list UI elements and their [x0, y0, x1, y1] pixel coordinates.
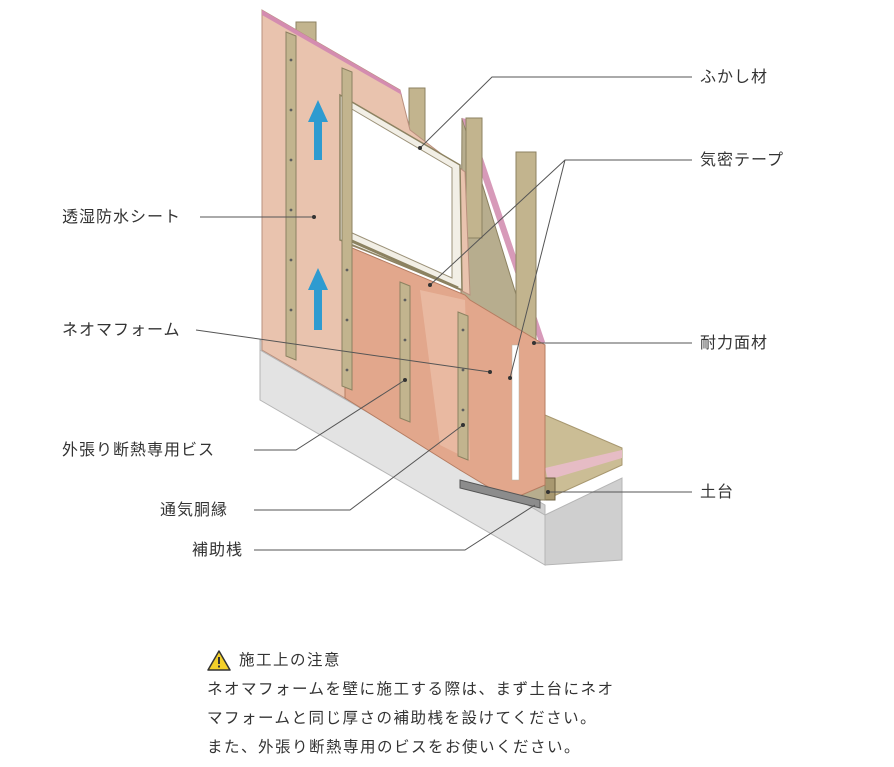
membrane-top-edge	[262, 10, 402, 95]
caution-line: ネオマフォームを壁に施工する際は、まず土台にネオ	[207, 680, 615, 698]
arrow-up-icon	[308, 100, 328, 330]
label-furring: 通気胴縁	[160, 500, 229, 519]
label-kimitsu-tape: 気密テープ	[700, 150, 785, 169]
label-membrane: 透湿防水シート	[62, 207, 182, 226]
leader-fukashi	[419, 76, 692, 149]
label-support-strip: 補助桟	[192, 540, 244, 559]
leader-dots	[312, 146, 550, 494]
caution-line: また、外張り断熱専用のビスをお使いください。	[207, 738, 582, 756]
stud-3	[465, 117, 483, 239]
label-screws: 外張り断熱専用ビス	[62, 440, 216, 459]
floor-insulation-strip	[545, 450, 622, 480]
warning-triangle-icon	[207, 650, 231, 671]
leader-kimitsu-2	[509, 159, 566, 379]
label-structural-panel: 耐力面材	[700, 333, 769, 352]
leader-neoma	[195, 329, 491, 373]
leader-screws	[254, 379, 406, 451]
window-sill	[344, 236, 459, 290]
tape-strip	[511, 344, 520, 481]
label-dodai: 土台	[700, 482, 735, 501]
support-strip	[459, 479, 541, 509]
furring-strips	[285, 31, 469, 461]
label-neoma-foam: ネオマフォーム	[62, 320, 181, 339]
label-fukashi: ふかし材	[700, 67, 769, 86]
foundation-side	[544, 477, 623, 566]
caution-title: 施工上の注意	[239, 651, 342, 669]
caution-line: マフォームと同じ厚さの補助桟を設けてください。	[207, 709, 598, 727]
leader-furring	[254, 424, 464, 511]
leader-support	[254, 504, 536, 551]
caution-note: 施工上の注意 ネオマフォームを壁に施工する際は、まず土台にネオ マフォームと同じ…	[207, 646, 615, 762]
caution-heading: 施工上の注意	[207, 646, 615, 675]
screws	[289, 58, 465, 412]
